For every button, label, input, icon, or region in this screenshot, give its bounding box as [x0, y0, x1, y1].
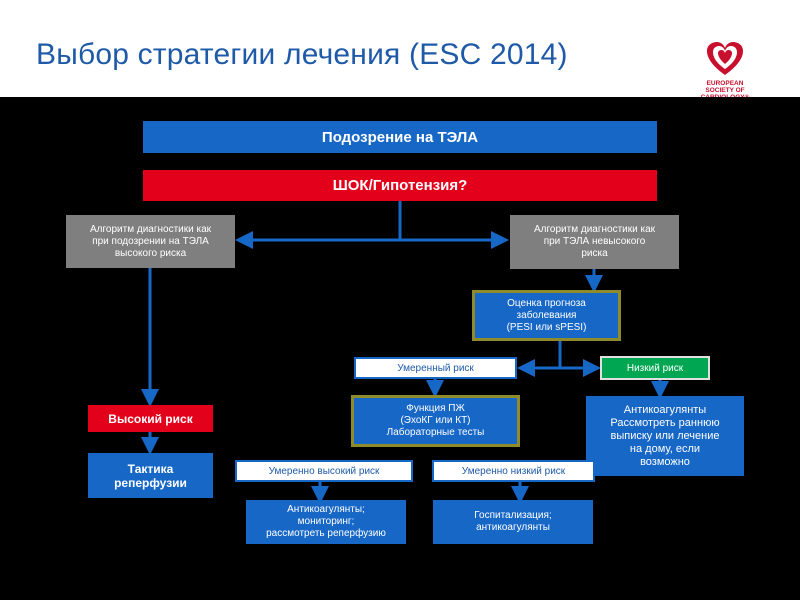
algo-low-box: Алгоритм диагностики как при ТЭЛА невысо… [510, 215, 679, 269]
high-risk-box: Высокий риск [88, 405, 213, 432]
reperfusion-box: Тактика реперфузии [88, 453, 213, 498]
low-risk-treatment-box: Антикоагулянты Рассмотреть раннюю выписк… [586, 396, 744, 476]
page-title: Выбор стратегии лечения (ESC 2014) [36, 38, 568, 71]
heart-logo-icon [707, 42, 743, 75]
rv-function-box: Функция ПЖ (ЭхоКГ или КТ) Лабораторные т… [351, 395, 520, 447]
shock-box: ШОК/Гипотензия? [143, 170, 657, 201]
prognosis-box: Оценка прогноза заболевания (PESI или sP… [472, 290, 621, 341]
moderate-low-treatment-box: Госпитализация; антикоагулянты [433, 500, 593, 544]
moderate-high-risk-box: Умеренно высокий риск [235, 460, 413, 482]
algo-high-box: Алгоритм диагностики как при подозрении … [66, 215, 235, 268]
low-risk-box: Низкий риск [600, 356, 710, 380]
moderate-risk-box: Умеренный риск [354, 357, 517, 379]
suspicion-box: Подозрение на ТЭЛА [143, 121, 657, 153]
moderate-high-treatment-box: Антикоагулянты; мониторинг; рассмотреть … [246, 500, 406, 544]
moderate-low-risk-box: Умеренно низкий риск [432, 460, 595, 482]
